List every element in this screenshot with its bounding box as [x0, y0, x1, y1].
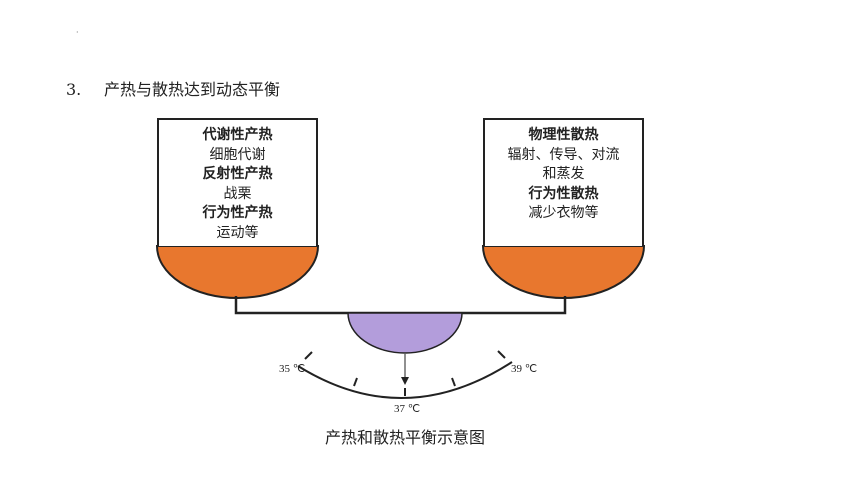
production-line: 行为性产热 [202, 205, 273, 221]
stray-dot: · [76, 28, 79, 37]
heat-dissipation-box: 物理性散热辐射、传导、对流和蒸发行为性散热减少衣物等 [483, 118, 644, 246]
right-bowl [481, 245, 646, 299]
scale-arc [297, 361, 513, 399]
left-bowl [155, 245, 320, 299]
heading-text: 产热与散热达到动态平衡 [104, 80, 281, 99]
dissipation-line: 减少衣物等 [528, 205, 599, 221]
pointer-arrowhead [401, 377, 409, 385]
balance-beam [234, 296, 567, 315]
scale-tick [451, 377, 456, 387]
dissipation-line: 行为性散热 [528, 185, 599, 202]
pivot-semicircle [347, 312, 463, 354]
production-line: 细胞代谢 [209, 146, 266, 163]
dissipation-line: 和蒸发 [542, 166, 585, 182]
caption-text: 产热和散热平衡示意图 [324, 428, 485, 447]
scale-label-35: 35 ℃ [279, 363, 306, 375]
scale-label-39: 39 ℃ [511, 363, 538, 375]
production-line: 反射性产热 [202, 166, 273, 182]
scale-label-37: 37 ℃ [394, 403, 421, 415]
production-line: 运动等 [216, 224, 259, 241]
production-line: 战栗 [223, 185, 252, 202]
scale-tick [497, 350, 506, 359]
scale-ticks [304, 350, 506, 396]
figure-caption: 产热和散热平衡示意图 [0, 424, 860, 448]
section-heading: 3. 产热与散热达到动态平衡 [66, 76, 280, 100]
scale-tick [304, 351, 313, 360]
production-line: 代谢性产热 [202, 127, 273, 143]
scale-tick [353, 377, 358, 387]
dissipation-line: 物理性散热 [528, 127, 599, 143]
dissipation-line: 辐射、传导、对流 [507, 146, 620, 163]
heading-number: 3. [66, 80, 82, 99]
heat-production-box: 代谢性产热细胞代谢反射性产热战栗行为性产热运动等 [157, 118, 318, 246]
